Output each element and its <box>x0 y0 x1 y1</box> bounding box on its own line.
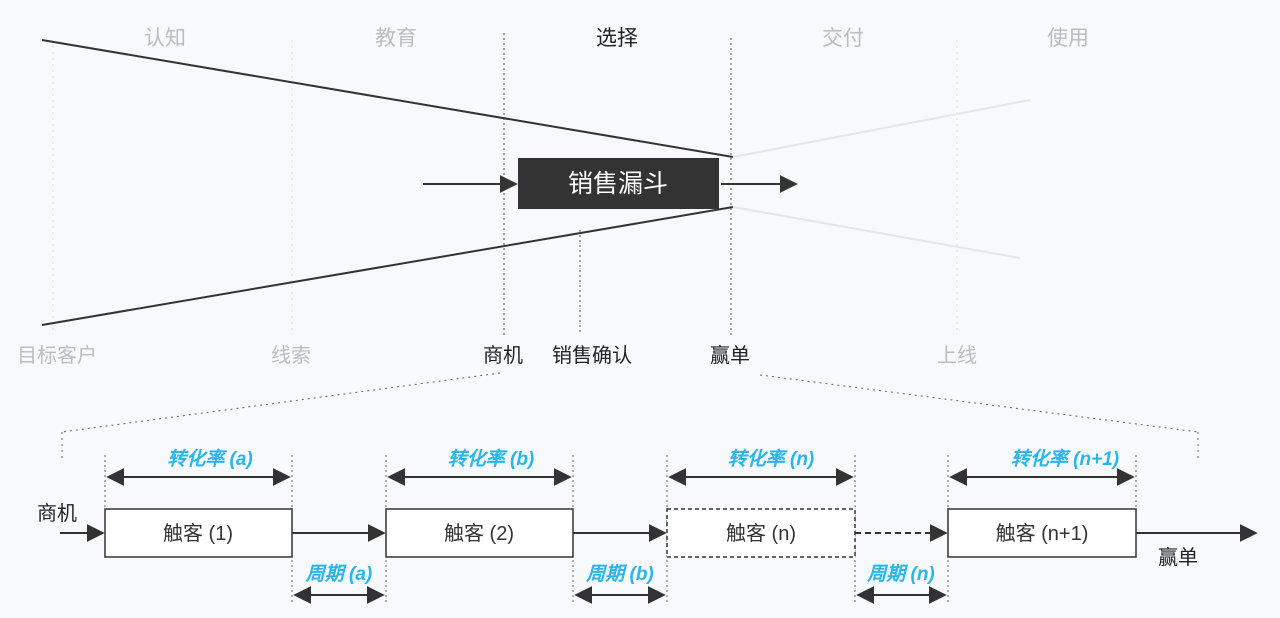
conversion-rate-label: 转化率 (a) <box>167 448 253 470</box>
touchpoint-label: 触客 (n) <box>726 522 796 545</box>
stage-label-awareness: 认知 <box>144 27 186 50</box>
funnel-bottom-edge <box>41 206 734 326</box>
zoom-line-left <box>61 372 501 433</box>
milestone-label-win: 赢单 <box>710 344 750 367</box>
flow-start-label: 商机 <box>37 502 77 525</box>
zoom-line-right <box>759 374 1199 433</box>
conversion-rate-label: 转化率 (n+1) <box>1011 448 1119 470</box>
touchpoint-label: 触客 (1) <box>163 522 233 545</box>
conversion-rate-label: 转化率 (n) <box>728 448 815 470</box>
stage-label-education: 教育 <box>375 27 417 50</box>
milestone-label-sales-confirm: 销售确认 <box>552 344 632 367</box>
funnel-top-edge <box>41 39 734 158</box>
period-label: 周期 (a) <box>305 563 373 585</box>
funnel-bottom-fade <box>732 206 1021 259</box>
milestone-label-opportunity: 商机 <box>483 344 523 367</box>
milestone-label-lead: 线索 <box>271 344 311 367</box>
sales-funnel-box <box>518 158 719 209</box>
stage-label-usage: 使用 <box>1047 27 1089 50</box>
conversion-rate-label: 转化率 (b) <box>448 448 535 470</box>
touchpoint-label: 触客 (2) <box>444 522 514 545</box>
period-label: 周期 (b) <box>585 563 654 585</box>
stage-label-delivery: 交付 <box>822 27 864 50</box>
funnel-top-fade <box>732 99 1031 158</box>
sales-funnel-title: 销售漏斗 <box>568 170 668 198</box>
milestone-label-launch: 上线 <box>937 344 977 367</box>
stage-label-selection: 选择 <box>596 27 638 50</box>
touchpoint-box-2 <box>385 508 574 558</box>
period-label: 周期 (n) <box>866 563 935 585</box>
touchpoint-label: 触客 (n+1) <box>996 522 1089 545</box>
milestone-label-target-customer: 目标客户 <box>17 344 97 367</box>
flow-end-label: 赢单 <box>1158 546 1198 569</box>
